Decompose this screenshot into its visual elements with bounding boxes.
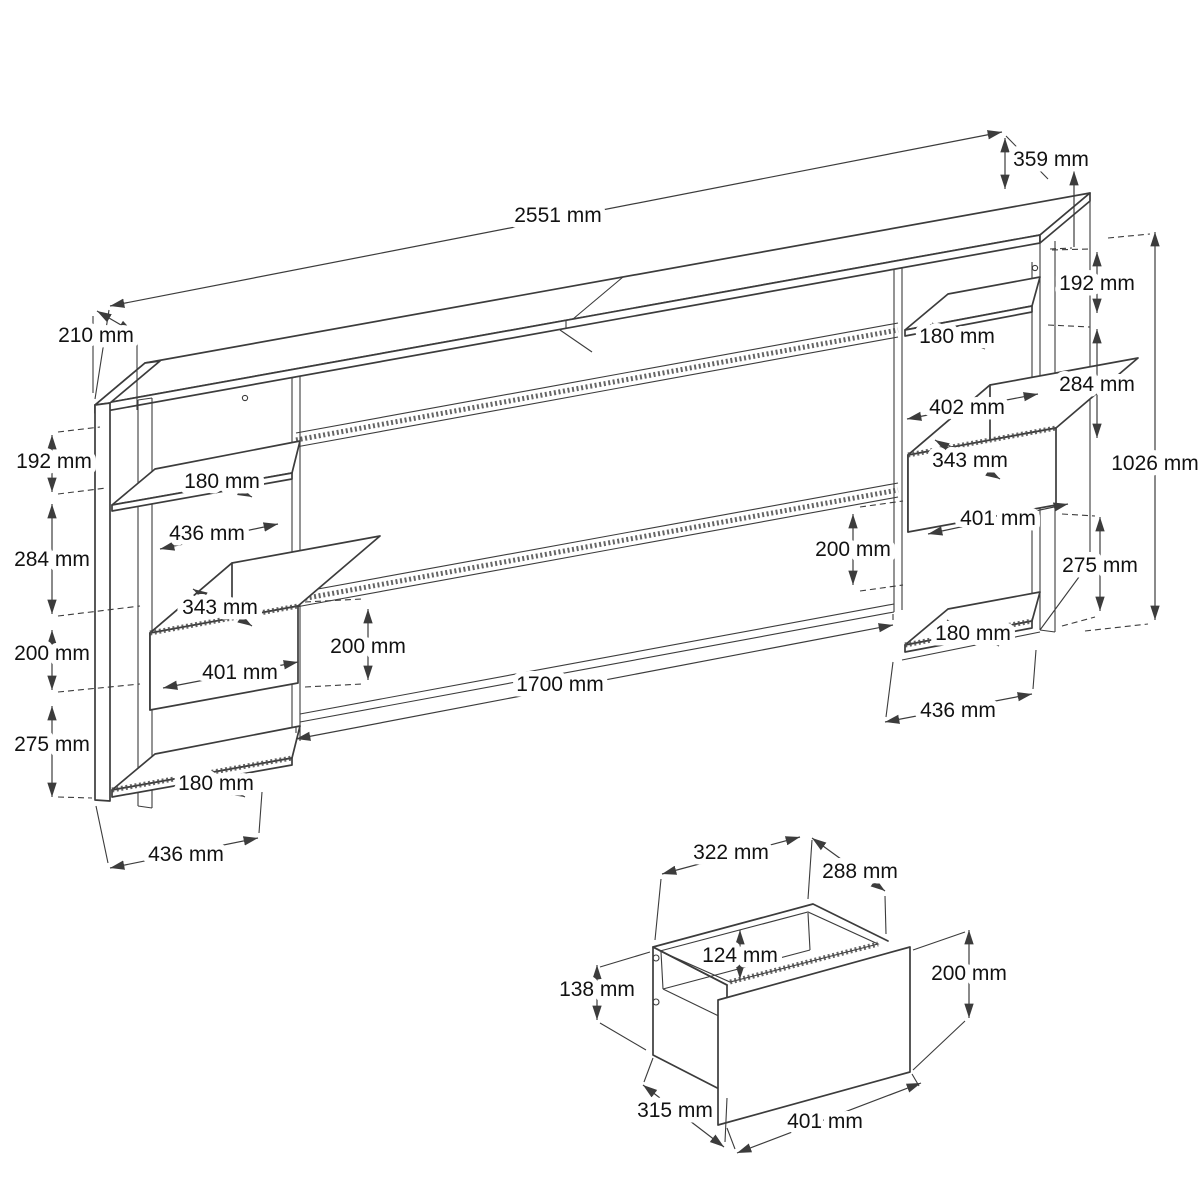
right-drawer-height-leaders bbox=[859, 500, 904, 592]
dim-line-left-shelf-depth bbox=[197, 470, 253, 498]
dimension-labels: 2551 mm 210 mm 359 mm 192 mm 284 mm 200 … bbox=[9, 143, 1200, 1139]
dim-label-detail-front-width: 401 mm bbox=[787, 1110, 863, 1133]
cam-lock-right bbox=[1031, 264, 1039, 272]
right-284-leader bbox=[1047, 324, 1091, 328]
dim-label-right-275: 275 mm bbox=[1062, 554, 1138, 577]
dim-line-detail-bottom-depth bbox=[642, 1084, 725, 1148]
overall-height-leaders bbox=[1084, 233, 1151, 632]
dim-label-right-drawer-height: 200 mm bbox=[815, 538, 891, 561]
ext-lines-detail-front-width bbox=[726, 1073, 920, 1150]
detail-cam-lock-lower bbox=[652, 998, 660, 1006]
dim-label-left-bottom-shelf-depth: 180 mm bbox=[178, 772, 254, 795]
dim-label-detail-side-height: 138 mm bbox=[559, 978, 635, 1001]
left-bottom-shelf-hatch bbox=[111, 755, 293, 793]
dim-line-right-inner-width bbox=[906, 392, 1039, 421]
dim-label-left-200: 200 mm bbox=[14, 642, 90, 665]
dim-label-overall-height: 1026 mm bbox=[1111, 452, 1199, 475]
dim-label-right-284: 284 mm bbox=[1059, 373, 1135, 396]
leaders-detail-front-height bbox=[912, 931, 966, 1071]
dim-label-top-left-depth: 210 mm bbox=[58, 324, 134, 347]
ext-lines-top-left-depth bbox=[92, 316, 138, 410]
dim-line-left-bottom-shelf-depth bbox=[191, 770, 246, 798]
dim-label-right-drawer-depth: 343 mm bbox=[932, 449, 1008, 472]
left-stack-leaders bbox=[57, 426, 141, 799]
dim-line-detail-front-width bbox=[736, 1082, 922, 1154]
right-tower-bottom-edge bbox=[901, 631, 1041, 661]
dim-line-left-drawer-width bbox=[162, 660, 299, 690]
leaders-detail-side-height bbox=[599, 951, 651, 1051]
dim-label-right-drawer-width: 401 mm bbox=[960, 507, 1036, 530]
left-end-panel bbox=[94, 360, 161, 809]
right-192-leader bbox=[1051, 248, 1091, 251]
dim-label-right-bottom-width: 436 mm bbox=[920, 699, 996, 722]
dim-label-left-inner-width: 436 mm bbox=[169, 522, 245, 545]
dim-line-right-bottom-width bbox=[884, 692, 1033, 724]
ext-line-detail-inner-depth bbox=[884, 895, 887, 935]
dim-label-right-192: 192 mm bbox=[1059, 272, 1135, 295]
dim-label-left-bottom-width: 436 mm bbox=[148, 843, 224, 866]
dim-label-left-275: 275 mm bbox=[14, 733, 90, 756]
dim-label-overall-width: 2551 mm bbox=[514, 204, 602, 227]
dim-line-left-drawer-depth bbox=[192, 588, 253, 627]
detail-cam-lock-upper bbox=[652, 954, 660, 962]
dim-label-right-bottom-shelf-depth: 180 mm bbox=[935, 622, 1011, 645]
dim-label-left-drawer-depth: 343 mm bbox=[182, 596, 258, 619]
ext-lines-detail-bottom-depth bbox=[643, 1057, 728, 1143]
dim-label-center-span: 1700 mm bbox=[516, 673, 604, 696]
dim-label-left-192: 192 mm bbox=[16, 450, 92, 473]
dim-label-top-right-depth: 359 mm bbox=[1013, 148, 1089, 171]
dim-label-detail-inner-height: 124 mm bbox=[702, 944, 778, 967]
dim-label-detail-front-height: 200 mm bbox=[931, 962, 1007, 985]
dim-label-detail-bottom-depth: 315 mm bbox=[637, 1099, 713, 1122]
dim-label-left-drawer-width: 401 mm bbox=[202, 661, 278, 684]
dim-line-left-inner-width bbox=[159, 522, 279, 551]
back-panel-joint-mark bbox=[559, 329, 593, 353]
ext-lines-center-span bbox=[295, 614, 894, 736]
dim-label-right-shelf-depth: 180 mm bbox=[919, 325, 995, 348]
dim-line-right-drawer-depth bbox=[934, 439, 1001, 480]
cam-lock-left bbox=[241, 394, 249, 402]
ext-lines-left-bottom-width bbox=[95, 791, 263, 864]
ext-lines-right-bottom-width bbox=[885, 649, 1037, 718]
dim-label-left-284: 284 mm bbox=[14, 548, 90, 571]
dim-line-left-bottom-width bbox=[109, 836, 259, 870]
dim-label-right-inner-width: 402 mm bbox=[929, 396, 1005, 419]
dim-line-overall-width bbox=[109, 130, 1003, 308]
back-panel-top-edge-lines bbox=[295, 322, 899, 448]
dim-line-detail-inner-depth bbox=[811, 837, 886, 892]
dim-line-top-left-depth bbox=[96, 310, 134, 333]
detail-inner-walls bbox=[660, 912, 811, 1022]
back-panel-mid-groove-lines bbox=[295, 482, 899, 608]
drawer-detail-view bbox=[592, 836, 974, 1154]
back-panel-mid-groove-hatch bbox=[295, 487, 899, 603]
dim-line-detail-inner-width bbox=[661, 836, 801, 875]
back-panel-right-edge bbox=[893, 268, 903, 612]
left-panel-outer-face bbox=[94, 402, 111, 802]
dim-label-detail-inner-width: 322 mm bbox=[693, 841, 769, 864]
detail-left-outer-face bbox=[652, 946, 728, 1094]
left-inner-panel-edges bbox=[137, 397, 153, 809]
back-panel-top-edge-hatch bbox=[295, 327, 899, 443]
dim-line-right-shelf-depth bbox=[931, 322, 986, 350]
detail-dimension-lines bbox=[592, 836, 974, 1154]
dim-line-right-bottom-shelf-depth bbox=[946, 619, 1000, 647]
dim-label-left-drawer-height: 200 mm bbox=[330, 635, 406, 658]
dim-line-center-span bbox=[295, 623, 894, 741]
back-panel-bottom-edge bbox=[299, 603, 895, 723]
top-slab-front-face bbox=[94, 234, 1041, 414]
detail-drawer-structure bbox=[652, 903, 911, 1126]
main-dimension-lines bbox=[47, 130, 1160, 870]
dim-label-left-shelf-depth: 180 mm bbox=[184, 470, 260, 493]
ext-dash-top-right-depth bbox=[1049, 247, 1073, 250]
dim-line-right-drawer-width bbox=[927, 502, 1069, 536]
dim-label-detail-inner-depth: 288 mm bbox=[822, 860, 898, 883]
ext-lines-detail-inner-width bbox=[654, 839, 813, 941]
right-275-leaders bbox=[1061, 513, 1096, 627]
detail-front-panel bbox=[717, 946, 911, 1126]
